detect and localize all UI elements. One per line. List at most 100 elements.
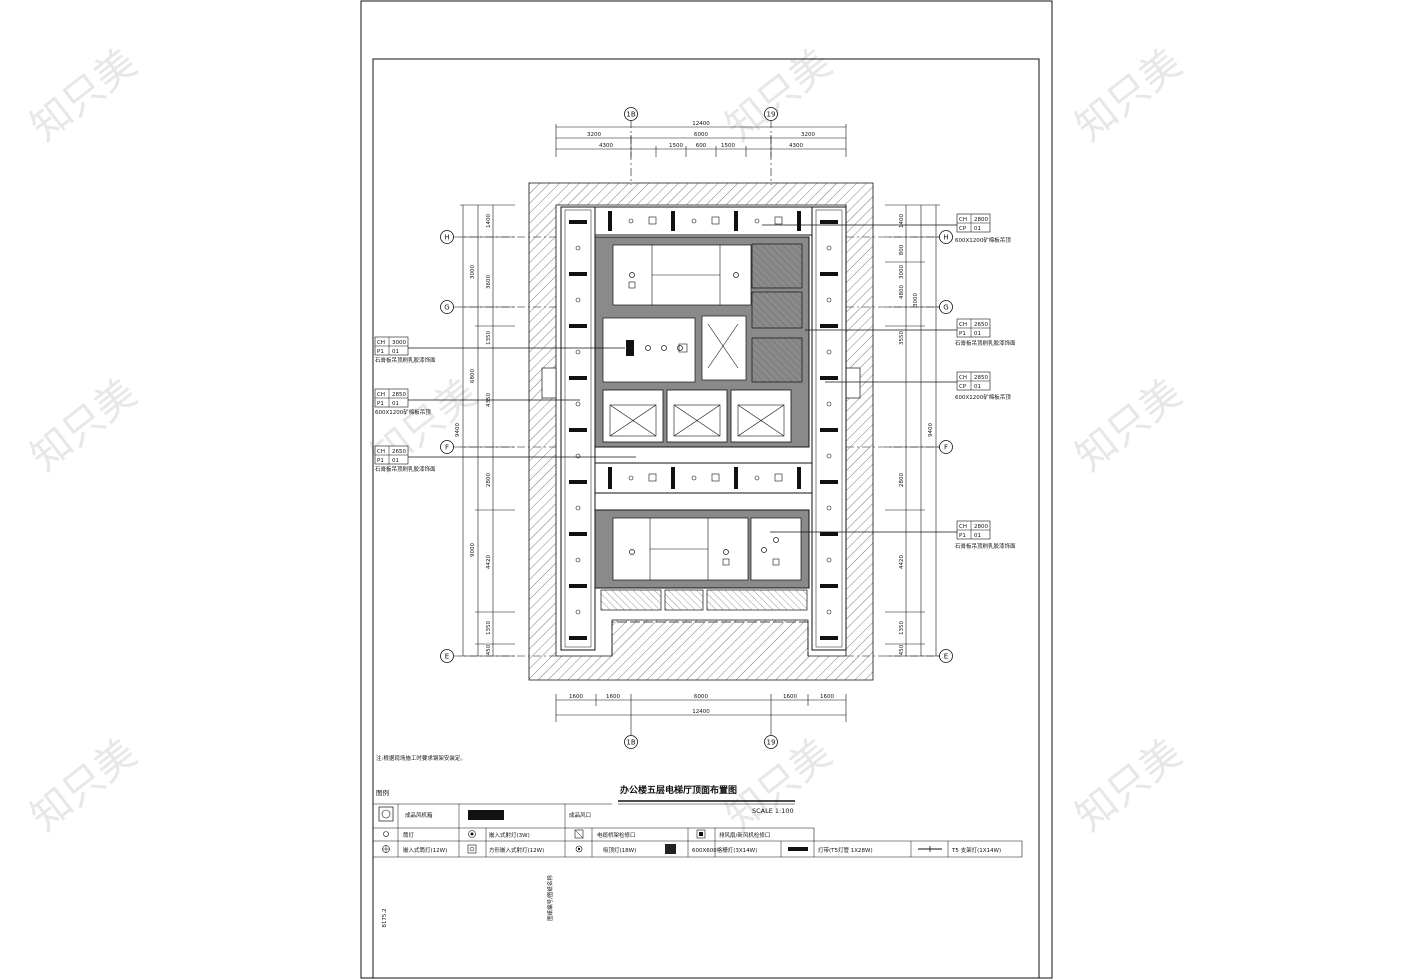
callout-code: CH [377,392,385,398]
dimension-left: 4420 [486,555,492,569]
callout-code: CH [377,340,385,346]
legend-label: 成品风机箱 [405,811,433,819]
downlight-icon [575,297,581,303]
dimension-right: 450 [899,644,905,655]
axis-label-right: E [944,653,948,661]
downlight-icon [628,475,634,481]
drawing-note: 注:根据现场施工时要求钢架安装定。 [376,754,466,762]
access-panel-icon [774,473,783,482]
callout-code: P1 [377,401,384,407]
square-spotlight-icon [467,844,477,854]
light-strip-icon [569,324,587,328]
downlight-icon [761,547,767,553]
legend-label: 嵌入式筒灯(12W) [403,846,447,854]
grille-light-icon [665,844,676,854]
dimension-right: 1350 [899,621,905,635]
axis-label-left: H [444,234,449,242]
callout-note: 石膏板吊顶刷乳胶漆饰面 [375,465,436,473]
watermark: 知只美 [22,730,145,840]
axis-label-right: G [943,304,948,312]
callout-value: 2800 [974,217,988,223]
downlight-icon [826,609,832,615]
right-dimensions [885,204,940,657]
light-strip-icon [820,220,838,224]
spotlight-icon [677,345,683,351]
light-strip-icon [734,467,738,489]
light-strip-icon [569,272,587,276]
downlight-icon [826,245,832,251]
axis-label-right: F [944,444,948,452]
downlight-icon [733,272,739,278]
light-strip-icon [820,376,838,380]
dimension-left: 1400 [486,214,492,228]
dimension-top-total: 12400 [692,121,710,127]
sheet-name-label: 图纸编号/图纸名称 [546,875,554,921]
dimension-right: 3550 [899,331,905,345]
callout-right-2: CH 2650 P1 01 石膏板吊顶刷乳胶漆饰面 [955,318,1016,347]
dimension-right: 3000 [899,265,905,279]
legend-label: 排风扇/新风机检修口 [719,831,770,839]
axis-label-left: F [445,444,449,452]
dimension-left: 6800 [470,369,476,383]
drawing-title: 办公楼五层电梯厅顶面布置图 [620,784,737,796]
dimension-left: 9000 [470,543,476,557]
light-strip-icon [608,211,612,231]
downlight-icon [826,297,832,303]
dimension-top: 6000 [694,132,708,138]
legend-label: 筒灯 [403,831,415,839]
dimension-right: 4800 [899,285,905,299]
watermark: 知只美 [1067,370,1190,480]
light-strip-icon [797,211,801,231]
downlight-icon [575,609,581,615]
sheet-border-inner [372,58,1040,979]
dimension-left: 3600 [486,275,492,289]
axis-label-top: 19 [767,111,776,119]
ceiling-fan-icon [626,340,634,356]
downlight-icon [826,453,832,459]
dimension-right: 4420 [899,555,905,569]
cable-tray-access-icon [574,829,584,839]
callout-code: P1 [377,349,384,355]
callout-value: 01 [974,226,981,232]
callout-right-4: CH 2800 P1 01 石膏板吊顶刷乳胶漆饰面 [955,520,1016,550]
callout-code: CH [959,322,967,328]
callout-value: 01 [392,401,399,407]
callout-value: 01 [974,384,981,390]
air-vent-icon [468,810,504,820]
downlight-icon [575,557,581,563]
dimension-top: 1500 [721,143,735,149]
dimension-right: 9400 [928,423,934,437]
dimension-top: 600 [696,143,707,149]
downlight-icon [629,549,635,555]
callout-left-1: CH 3000 P1 01 石膏板吊顶刷乳胶漆饰面 [374,336,436,364]
dimension-left: 450 [486,644,492,655]
downlight-icon [826,401,832,407]
dimension-top: 4300 [599,143,613,149]
callout-value: 2800 [974,524,988,530]
fan-box-icon [378,806,394,822]
downlight-icon [575,349,581,355]
callout-note: 石膏板吊顶刷乳胶漆饰面 [955,542,1016,550]
legend-label: 600X600格栅灯(3X14W) [692,846,757,854]
light-strip-icon [797,467,801,489]
dimension-bottom: 1600 [606,694,620,700]
watermark: 知只美 [22,370,145,480]
downlight-icon [629,272,635,278]
access-panel-icon [774,216,783,225]
middle-ceiling-strip [594,462,813,494]
access-panel-icon [678,343,688,353]
spotlight-icon [645,345,651,351]
legend-label: T5 支架灯(1X14W) [951,846,1001,854]
light-strip-icon [569,532,587,536]
downlight-icon [691,218,697,224]
top-dimensions [555,124,847,157]
callout-note: 600X1200矿棉板吊顶 [375,408,431,416]
dimension-top: 4300 [789,143,803,149]
callouts-left: CH 3000 P1 01 石膏板吊顶刷乳胶漆饰面 CH 2850 P1 01 … [374,336,436,473]
legend: 图例 成品风机箱 成品风口 筒灯 嵌入式射灯(3W) 电缆桥架检修口 [373,788,1023,858]
access-panel-icon [648,216,657,225]
axis-label-bottom: 1B [626,739,635,747]
axis-label-left: G [444,304,449,312]
dimension-bottom: 1600 [783,694,797,700]
